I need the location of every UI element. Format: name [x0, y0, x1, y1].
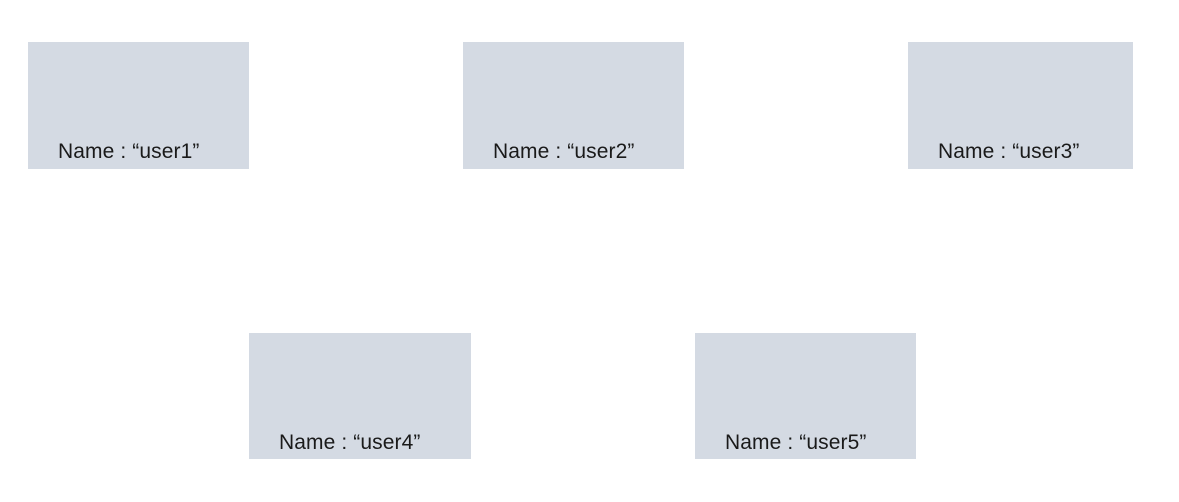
user-card[interactable]: Name : “user1” Age : 19 — [28, 42, 249, 169]
card-text-block: Name : “user2” Age : 19 — [493, 74, 634, 169]
card-text-block: Name : “user3” Age : 20 — [938, 74, 1079, 169]
card-name-line: Name : “user4” — [279, 431, 421, 454]
card-text-block: Name : “user1” Age : 19 — [58, 74, 199, 169]
card-name-line: Name : “user2” — [493, 140, 635, 163]
card-name-line: Name : “user3” — [938, 140, 1080, 163]
user-card[interactable]: Name : “user4” Age : 18 — [249, 333, 471, 459]
user-card[interactable]: Name : “user5” Age : 20 — [695, 333, 916, 459]
card-text-block: Name : “user4” Age : 18 — [279, 365, 420, 459]
user-card[interactable]: Name : “user3” Age : 20 — [908, 42, 1133, 169]
user-card[interactable]: Name : “user2” Age : 19 — [463, 42, 684, 169]
card-name-line: Name : “user1” — [58, 140, 200, 163]
card-name-line: Name : “user5” — [725, 431, 867, 454]
card-text-block: Name : “user5” Age : 20 — [725, 365, 866, 459]
